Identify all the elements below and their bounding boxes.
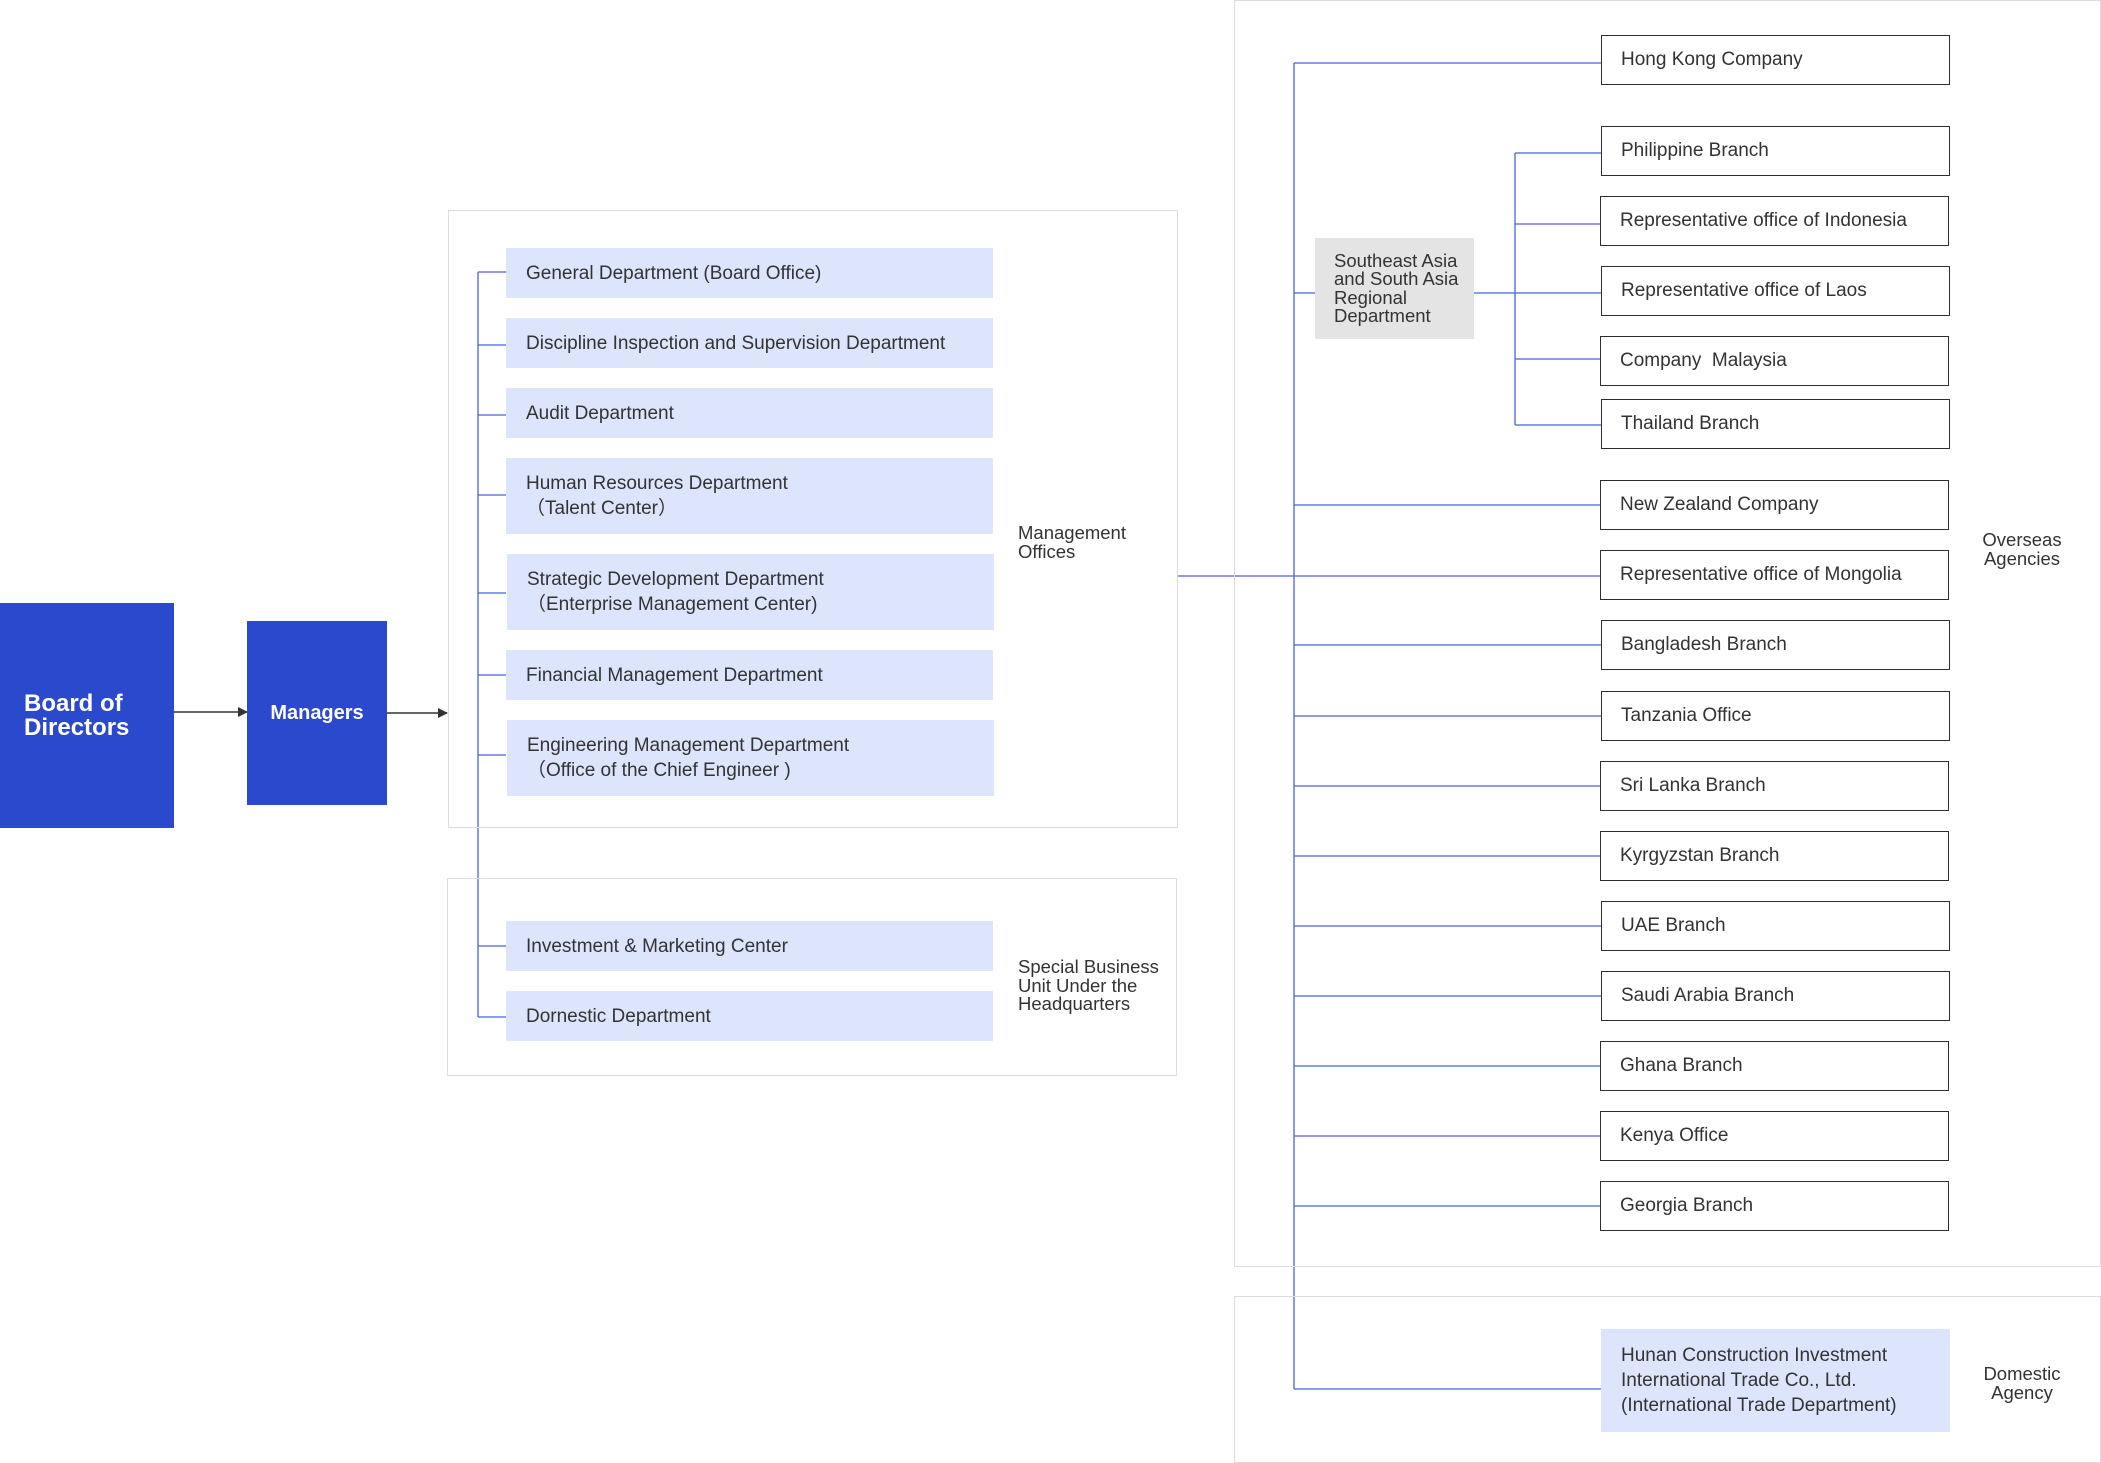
management-offices-label: Management Offices xyxy=(1018,522,1126,562)
overseas-agencies-label: Overseas Agencies xyxy=(1982,529,2062,569)
branch-georgia[interactable]: Georgia Branch xyxy=(1600,1181,1949,1231)
dept-human-resources[interactable]: Human Resources Department （Talent Cente… xyxy=(506,458,993,534)
board-label-line-2: Directors xyxy=(24,713,130,741)
managers-label: Managers xyxy=(270,701,364,724)
dept-general[interactable]: General Department (Board Office) xyxy=(506,248,993,298)
board-of-directors[interactable]: Board of Directors xyxy=(0,603,174,828)
branch-ghana[interactable]: Ghana Branch xyxy=(1600,1041,1949,1091)
dept-engineering-management[interactable]: Engineering Management Department （Offic… xyxy=(507,720,994,796)
branch-hong-kong[interactable]: Hong Kong Company xyxy=(1601,35,1950,85)
branch-new-zealand[interactable]: New Zealand Company xyxy=(1600,480,1949,530)
dept-financial-management[interactable]: Financial Management Department xyxy=(506,650,993,700)
dept-strategic-development[interactable]: Strategic Development Department （Enterp… xyxy=(507,554,994,630)
branch-saudi-arabia[interactable]: Saudi Arabia Branch xyxy=(1601,971,1950,1021)
branch-kenya[interactable]: Kenya Office xyxy=(1600,1111,1949,1161)
board-label-line-1: Board of xyxy=(24,689,123,717)
overseas-tree xyxy=(1178,62,1601,1390)
dept-audit[interactable]: Audit Department xyxy=(506,388,993,438)
management-offices-frame xyxy=(448,210,1178,828)
dept-domestic[interactable]: Dornestic Department xyxy=(506,991,993,1041)
branch-philippine[interactable]: Philippine Branch xyxy=(1601,126,1950,176)
branch-uae[interactable]: UAE Branch xyxy=(1601,901,1950,951)
domestic-agency-hunan[interactable]: Hunan Construction Investment Internatio… xyxy=(1601,1329,1950,1432)
domestic-agency-label: Domestic Agency xyxy=(1983,1363,2061,1403)
branch-sri-lanka[interactable]: Sri Lanka Branch xyxy=(1600,761,1949,811)
branch-laos[interactable]: Representative office of Laos xyxy=(1601,266,1950,316)
dept-investment-marketing[interactable]: Investment & Marketing Center xyxy=(506,921,993,971)
branch-malaysia[interactable]: Company Malaysia xyxy=(1600,336,1949,386)
branch-thailand[interactable]: Thailand Branch xyxy=(1601,399,1950,449)
special-unit-label: Special Business Unit Under the Headquar… xyxy=(1018,956,1159,1014)
branch-tanzania[interactable]: Tanzania Office xyxy=(1601,691,1950,741)
branch-indonesia[interactable]: Representative office of Indonesia xyxy=(1600,196,1949,246)
branch-kyrgyzstan[interactable]: Kyrgyzstan Branch xyxy=(1600,831,1949,881)
dept-discipline-inspection[interactable]: Discipline Inspection and Supervision De… xyxy=(506,318,993,368)
branch-bangladesh[interactable]: Bangladesh Branch xyxy=(1601,620,1950,670)
headquarters-bracket xyxy=(477,271,506,1018)
managers-box[interactable]: Managers xyxy=(247,621,387,805)
region-southeast-south-asia[interactable]: Southeast Asia and South Asia Regional D… xyxy=(1315,238,1474,339)
branch-mongolia[interactable]: Representative office of Mongolia xyxy=(1600,550,1949,600)
special-unit-frame xyxy=(447,878,1177,1076)
